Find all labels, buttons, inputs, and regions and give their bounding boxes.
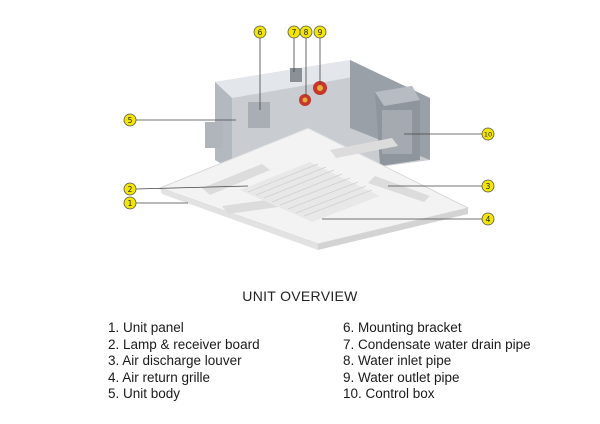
pipes-illustration [290,68,327,106]
svg-text:5: 5 [128,116,133,125]
part-item: 3. Air discharge louver [108,353,242,369]
svg-text:7: 7 [292,28,297,37]
callout-1: 1 [123,196,137,210]
leader-lines [135,38,482,220]
unit-panel-illustration [158,127,470,250]
part-item: 8. Water inlet pipe [343,353,452,369]
svg-text:9: 9 [318,28,323,37]
control-box-illustration [375,86,420,166]
air-return-grille-lines [247,163,373,217]
parts-list-right: 6. Mounting bracket 7. Condensate water … [343,320,531,403]
callout-8: 8 [299,25,313,39]
part-item: 6. Mounting bracket [343,320,462,335]
parts-list-left: 1. Unit panel 2. Lamp & receiver board 3… [108,320,260,403]
callout-9: 9 [313,25,327,39]
leader-2 [135,185,249,190]
svg-text:1: 1 [128,199,133,208]
part-item: 10. Control box [343,386,435,402]
part-item: 4. Air return grille [108,369,211,385]
part-item: 9. Water outlet pipe [343,369,460,385]
callout-5: 5 [123,113,137,127]
svg-text:3: 3 [486,182,491,191]
callout-6: 6 [253,25,267,39]
callout-badges: 1 2 3 4 5 6 7 8 9 10 [123,25,495,226]
callout-10: 10 [481,127,495,141]
callout-7: 7 [287,25,301,39]
svg-text:2: 2 [128,185,133,194]
part-item: 1. Unit panel [108,320,184,335]
diagram-title: UNIT OVERVIEW [242,288,358,304]
part-item: 2. Lamp & receiver board [108,336,260,352]
svg-text:6: 6 [258,28,263,37]
part-item: 5. Unit body [108,386,181,402]
callout-2: 2 [123,182,137,196]
svg-text:8: 8 [304,28,309,37]
part-item: 7. Condensate water drain pipe [343,336,531,352]
callout-4: 4 [481,212,495,226]
svg-text:10: 10 [484,131,492,139]
callout-3: 3 [481,179,495,193]
svg-text:4: 4 [486,215,491,224]
